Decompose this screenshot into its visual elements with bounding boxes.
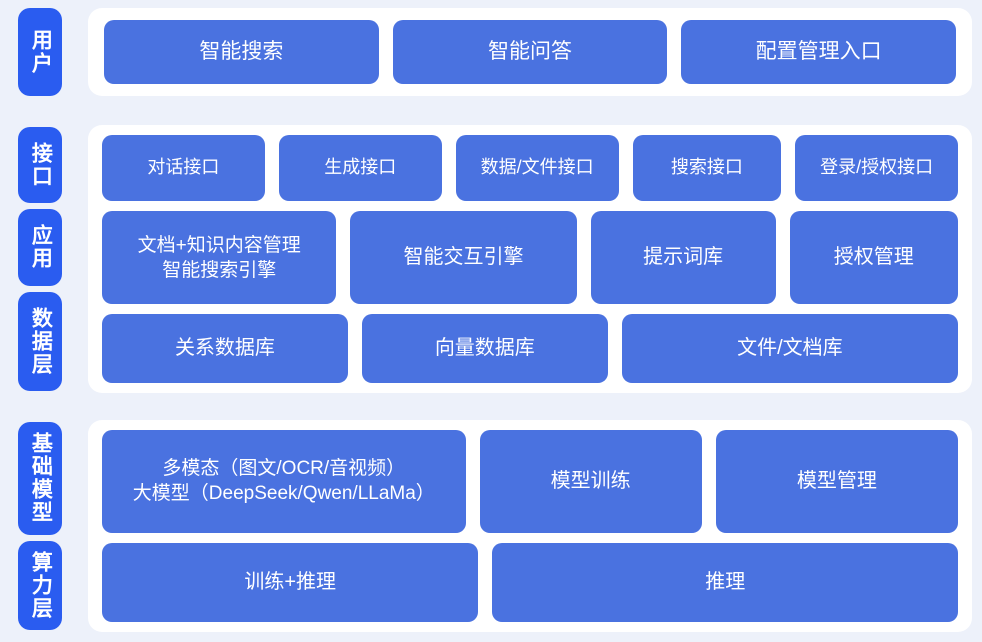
- card-model-management[interactable]: 模型管理: [715, 430, 958, 533]
- rail-tag-application[interactable]: 应用: [18, 209, 62, 286]
- card-smart-qa[interactable]: 智能问答: [392, 20, 668, 84]
- card-data-file-interface[interactable]: 数据/文件接口: [455, 135, 619, 202]
- band-platform: 接口 应用 数据层 对话接口 生成接口 数据/文件接口 搜索接口 登录/授权接口…: [0, 119, 982, 399]
- row-user-entries: 智能搜索 智能问答 配置管理入口: [104, 20, 957, 84]
- panel-platform: 对话接口 生成接口 数据/文件接口 搜索接口 登录/授权接口 文档+知识内容管理…: [88, 125, 972, 393]
- card-login-auth-interface[interactable]: 登录/授权接口: [795, 135, 959, 202]
- row-models: 多模态（图文/OCR/音视频） 大模型（DeepSeek/Qwen/LLaMa）…: [102, 430, 958, 533]
- card-file-document-store[interactable]: 文件/文档库: [621, 314, 958, 383]
- rail-tag-base-model[interactable]: 基础模型: [18, 422, 62, 535]
- card-model-training[interactable]: 模型训练: [479, 430, 702, 533]
- rail-tag-compute-layer[interactable]: 算力层: [18, 540, 62, 630]
- rail-tag-data-layer[interactable]: 数据层: [18, 291, 62, 391]
- rail-platform: 接口 应用 数据层: [0, 119, 88, 399]
- card-dialog-interface[interactable]: 对话接口: [102, 135, 265, 202]
- card-smart-search[interactable]: 智能搜索: [104, 20, 379, 84]
- rail-infra: 基础模型 算力层: [0, 414, 88, 638]
- row-interfaces: 对话接口 生成接口 数据/文件接口 搜索接口 登录/授权接口: [102, 135, 959, 202]
- row-data-stores: 关系数据库 向量数据库 文件/文档库: [102, 314, 958, 383]
- card-relational-database[interactable]: 关系数据库: [102, 314, 348, 383]
- panel-user: 智能搜索 智能问答 配置管理入口: [88, 8, 972, 96]
- card-training-inference[interactable]: 训练+推理: [102, 542, 479, 623]
- card-generation-interface[interactable]: 生成接口: [278, 135, 442, 202]
- card-config-management-entry[interactable]: 配置管理入口: [681, 20, 957, 84]
- card-vector-database[interactable]: 向量数据库: [361, 314, 608, 383]
- card-smart-interaction-engine[interactable]: 智能交互引擎: [350, 211, 577, 305]
- row-applications: 文档+知识内容管理 智能搜索引擎 智能交互引擎 提示词库 授权管理: [102, 211, 958, 305]
- band-infra: 基础模型 算力层 多模态（图文/OCR/音视频） 大模型（DeepSeek/Qw…: [0, 414, 982, 638]
- rail-user: 用户: [0, 0, 88, 104]
- card-prompt-library[interactable]: 提示词库: [590, 211, 776, 305]
- rail-tag-label: 接口: [29, 142, 53, 189]
- rail-tag-label: 基础模型: [29, 432, 53, 525]
- card-inference[interactable]: 推理: [492, 542, 958, 623]
- card-search-interface[interactable]: 搜索接口: [632, 135, 782, 202]
- card-doc-knowledge-management[interactable]: 文档+知识内容管理 智能搜索引擎: [102, 211, 337, 305]
- card-multimodal-large-model[interactable]: 多模态（图文/OCR/音视频） 大模型（DeepSeek/Qwen/LLaMa）: [102, 430, 466, 533]
- band-user: 用户 智能搜索 智能问答 配置管理入口: [0, 0, 982, 104]
- row-compute: 训练+推理 推理: [102, 542, 958, 623]
- panel-infra: 多模态（图文/OCR/音视频） 大模型（DeepSeek/Qwen/LLaMa）…: [88, 420, 972, 632]
- rail-tag-label: 算力层: [29, 550, 53, 620]
- band-gap-bottom: [0, 399, 982, 414]
- rail-tag-interface[interactable]: 接口: [18, 127, 62, 204]
- band-gap-top: [0, 104, 982, 119]
- rail-tag-label: 数据层: [29, 306, 53, 376]
- card-authorization-management[interactable]: 授权管理: [789, 211, 958, 305]
- rail-tag-user[interactable]: 用户: [18, 8, 62, 96]
- rail-tag-label: 应用: [29, 224, 53, 271]
- rail-tag-label: 用户: [29, 29, 53, 75]
